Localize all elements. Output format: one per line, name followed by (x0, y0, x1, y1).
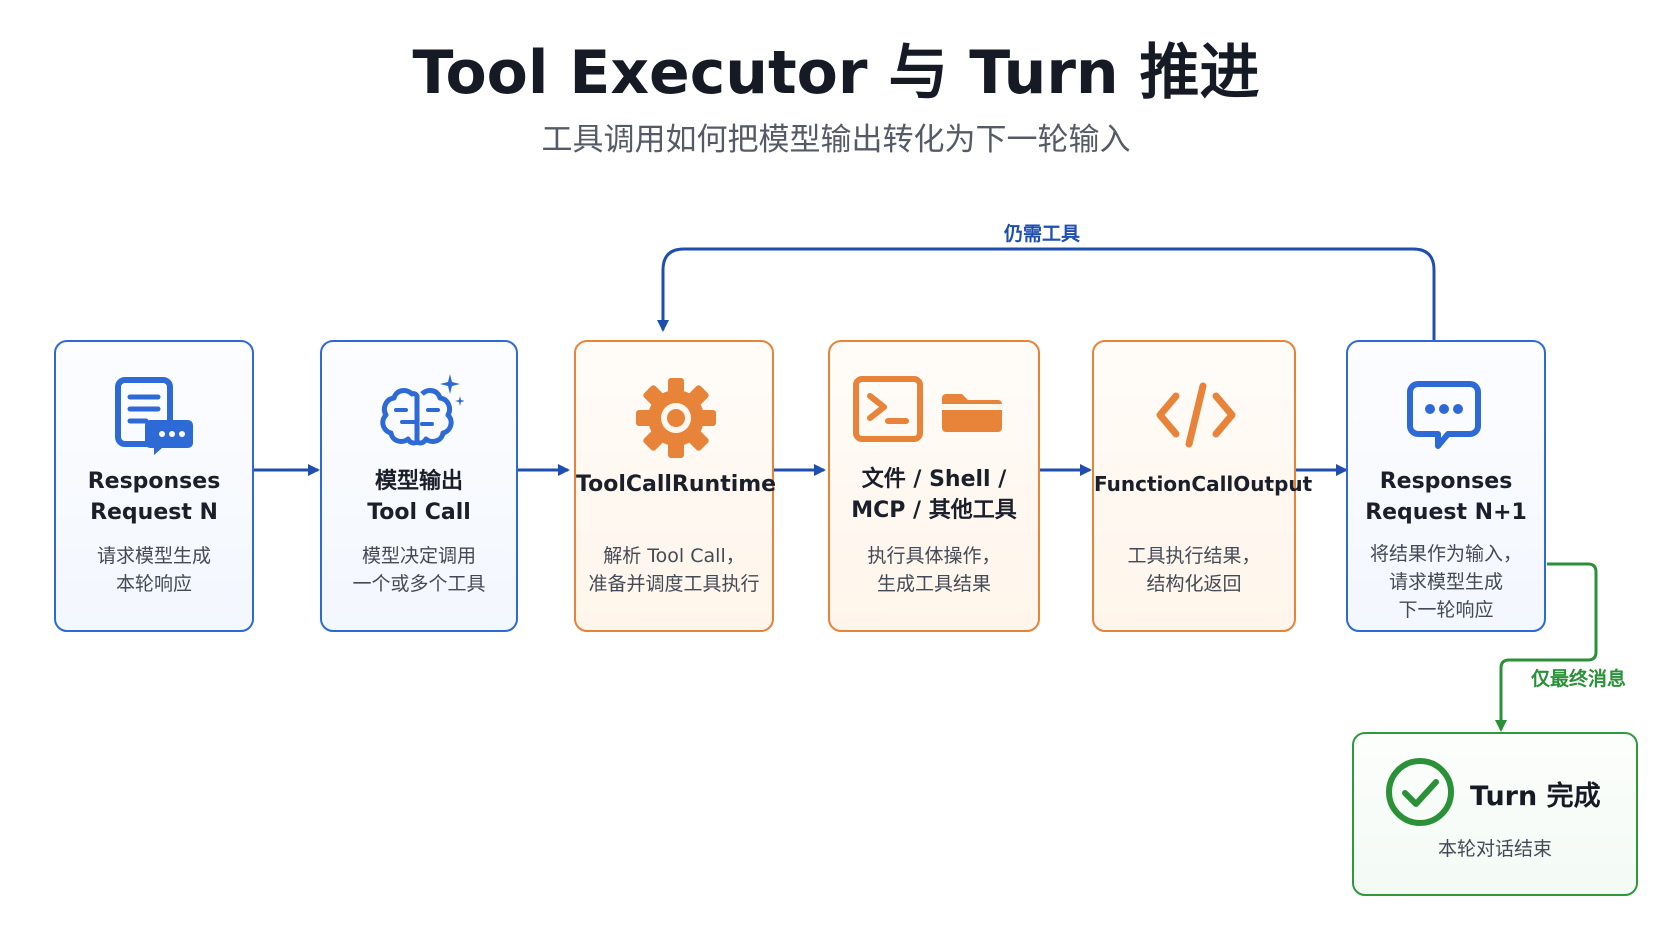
page-title: Tool Executor 与 Turn 推进 (412, 38, 1260, 108)
final-label: 仅最终消息 (1531, 668, 1627, 690)
turn-complete-description: 本轮对话结束 (1437, 838, 1552, 860)
page-subtitle: 工具调用如何把模型输出转化为下一轮输入 (541, 122, 1131, 158)
step-card-functioncalloutput: FunctionCallOutput 工具执行结果， 结构化返回 (1092, 340, 1313, 632)
step-description: 解析 Tool Call， 准备并调度工具执行 (588, 545, 760, 595)
step-description: 请求模型生成 本轮响应 (96, 545, 211, 595)
step-title: Responses Request N (87, 469, 221, 525)
step-card-request-n: Responses Request N 请求模型生成 本轮响应 (54, 340, 254, 632)
step-title: Responses Request N+1 (1365, 469, 1527, 525)
turn-complete-card: Turn 完成 本轮对话结束 (1352, 732, 1638, 896)
chat-bubble-icon (1407, 381, 1481, 449)
step-card-tool-call: 模型输出 Tool Call 模型决定调用 一个或多个工具 (320, 340, 518, 632)
step-card-tools: 文件 / Shell / MCP / 其他工具 执行具体操作， 生成工具结果 (828, 340, 1040, 632)
final-arrow (1495, 562, 1598, 732)
turn-complete-title: Turn 完成 (1470, 781, 1601, 812)
gear-icon (636, 378, 716, 458)
step-description: 工具执行结果， 结构化返回 (1127, 545, 1261, 595)
loop-label: 仍需工具 (1004, 223, 1081, 245)
document-chat-icon (115, 377, 193, 455)
step-card-toolcallruntime: ToolCallRuntime 解析 Tool Call， 准备并调度工具执行 (574, 340, 777, 632)
check-circle-icon (1386, 758, 1454, 826)
step-card-request-n1: Responses Request N+1 将结果作为输入， 请求模型生成 下一… (1346, 340, 1546, 632)
brain-sparkle-icon (380, 374, 464, 446)
step-title: 模型输出 Tool Call (367, 469, 471, 525)
step-description: 将结果作为输入， 请求模型生成 下一轮响应 (1369, 543, 1522, 621)
step-title: 文件 / Shell / MCP / 其他工具 (851, 467, 1017, 523)
step-description: 模型决定调用 一个或多个工具 (352, 545, 486, 595)
step-title: ToolCallRuntime (576, 472, 777, 497)
step-title: FunctionCallOutput (1094, 472, 1313, 496)
code-icon (1156, 382, 1236, 448)
step-description: 执行具体操作， 生成工具结果 (867, 545, 1001, 595)
terminal-folder-icon (853, 376, 1002, 442)
loop-arrow (657, 247, 1436, 342)
